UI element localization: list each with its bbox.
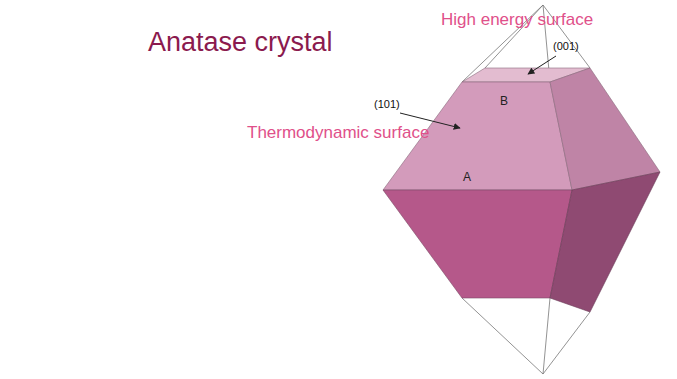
face-letter: A xyxy=(463,171,471,184)
surface-note: High energy surface xyxy=(441,11,593,30)
upper-right-face xyxy=(550,68,660,190)
surface-note: Thermodynamic surface xyxy=(247,124,429,143)
miller-index: (001) xyxy=(553,40,579,52)
leader-arrow xyxy=(528,56,556,74)
lower-right-face xyxy=(550,172,660,312)
diagram-title: Anatase crystal xyxy=(148,28,333,58)
lower-front-face xyxy=(383,190,572,298)
face-letter: B xyxy=(500,95,508,108)
miller-index: (101) xyxy=(374,98,400,110)
